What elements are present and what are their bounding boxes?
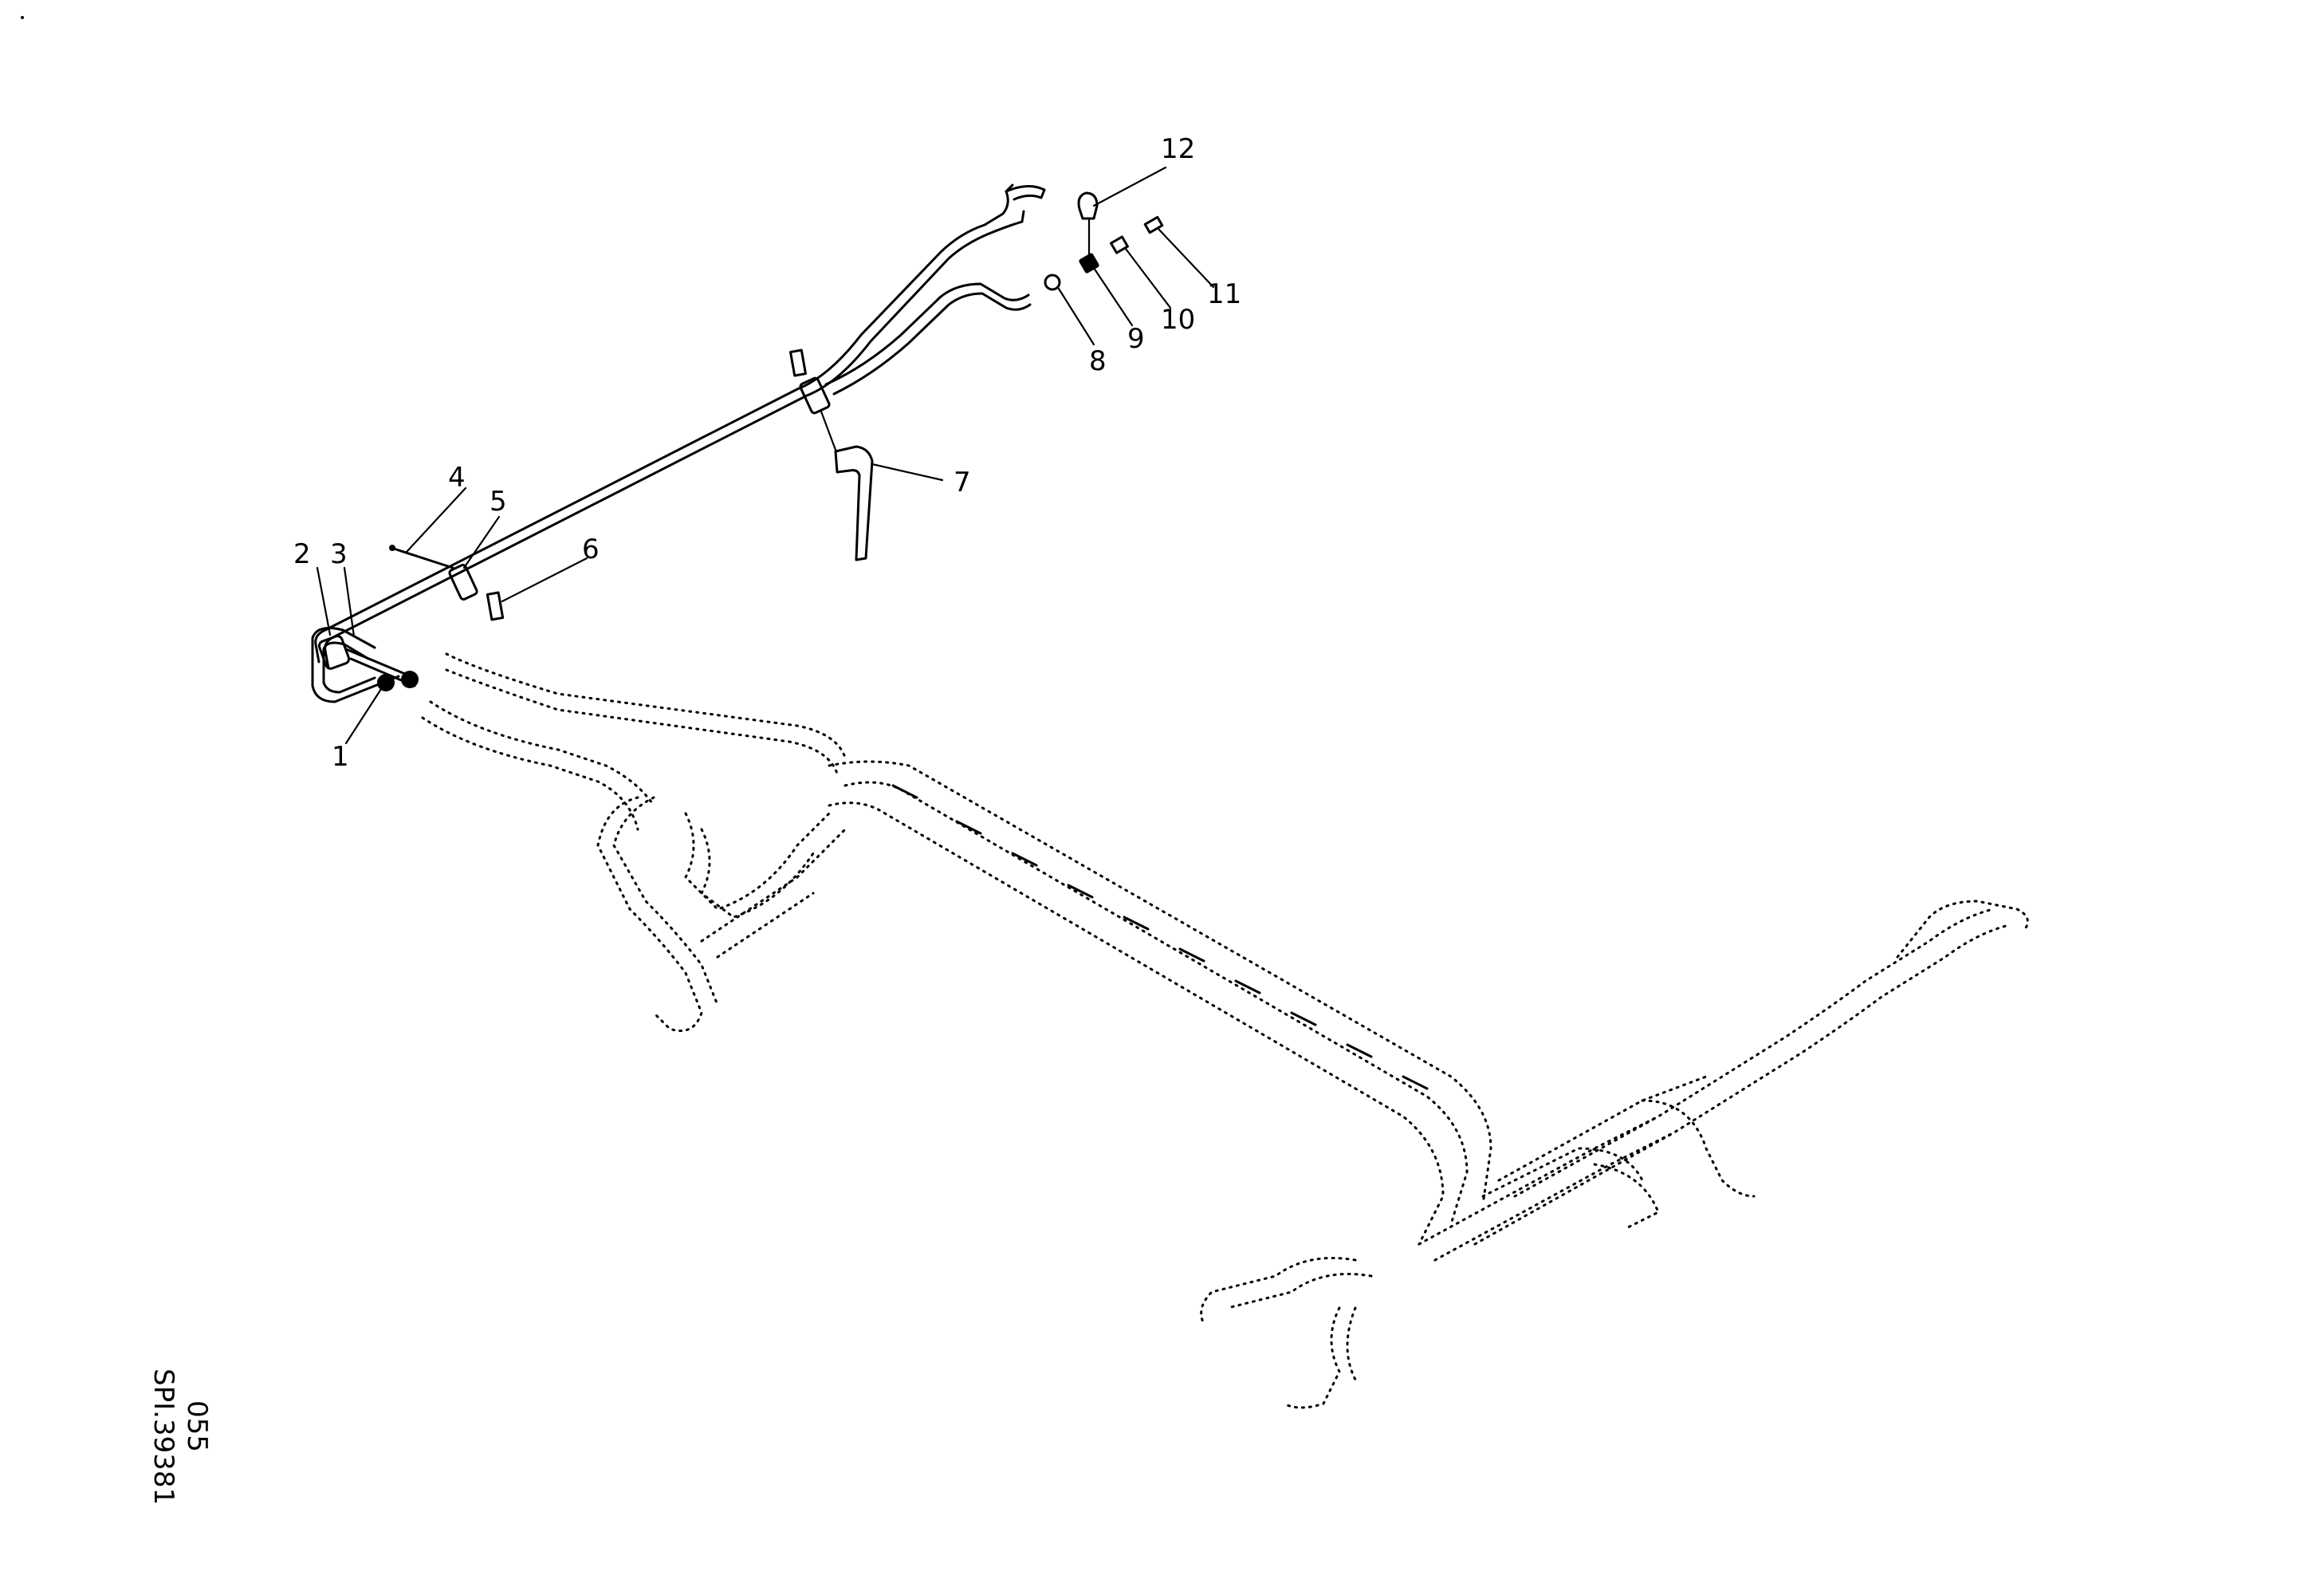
fitting-10 xyxy=(1110,235,1129,254)
nut-1b xyxy=(401,671,419,688)
pipe-assembly xyxy=(311,183,1164,703)
callout-1: 1 xyxy=(332,741,349,773)
clamp-upper-tab xyxy=(789,349,807,377)
drawing-code-ref: SPI.39381 xyxy=(147,1369,179,1505)
callout-7: 7 xyxy=(954,467,971,498)
nut-1a xyxy=(377,674,395,691)
callout-leaders xyxy=(316,166,1215,745)
callout-9: 9 xyxy=(1127,323,1145,355)
callout-12: 12 xyxy=(1161,133,1195,165)
clamp-mid xyxy=(448,564,478,601)
clamp-left-bolt xyxy=(344,648,416,679)
bracket-7 xyxy=(834,445,874,561)
pipe-lower xyxy=(324,210,1025,670)
callout-10: 10 xyxy=(1161,304,1195,336)
callout-2: 2 xyxy=(293,538,311,570)
clamp-upper xyxy=(799,376,831,415)
pipe-branch-upper xyxy=(824,282,1030,386)
chain-links xyxy=(891,784,1429,1090)
pipe-left-loop xyxy=(311,627,400,703)
pipe-left-loop-inner xyxy=(322,641,376,694)
phantom-assembly xyxy=(421,652,2029,1409)
callout-6: 6 xyxy=(582,534,600,565)
pipe-upper xyxy=(314,183,1014,664)
callout-11: 11 xyxy=(1207,278,1241,310)
callout-8: 8 xyxy=(1089,345,1107,377)
callout-3: 3 xyxy=(330,538,348,570)
fitting-8 xyxy=(1044,274,1061,291)
drawing-code-number: 055 xyxy=(181,1400,213,1452)
pipe-branch-lower xyxy=(832,292,1032,396)
bracket-small xyxy=(486,591,505,621)
corner-dot xyxy=(21,16,24,19)
drawing-code: 055 SPI.39381 xyxy=(147,1369,213,1505)
callout-5: 5 xyxy=(490,486,507,518)
callout-4: 4 xyxy=(448,462,466,494)
pipe-hook xyxy=(1005,185,1046,201)
callout-labels: 1 2 3 4 5 6 7 8 9 10 11 12 xyxy=(293,133,1241,773)
clamp-mid-screw-head xyxy=(389,545,395,551)
fitting-11 xyxy=(1143,215,1164,234)
bracket-7-link xyxy=(820,410,837,451)
fitting-12 xyxy=(1077,191,1099,220)
chain-bottom xyxy=(828,801,1445,1246)
clamp-mid-screw xyxy=(392,547,454,569)
chain-top xyxy=(828,760,1492,1206)
